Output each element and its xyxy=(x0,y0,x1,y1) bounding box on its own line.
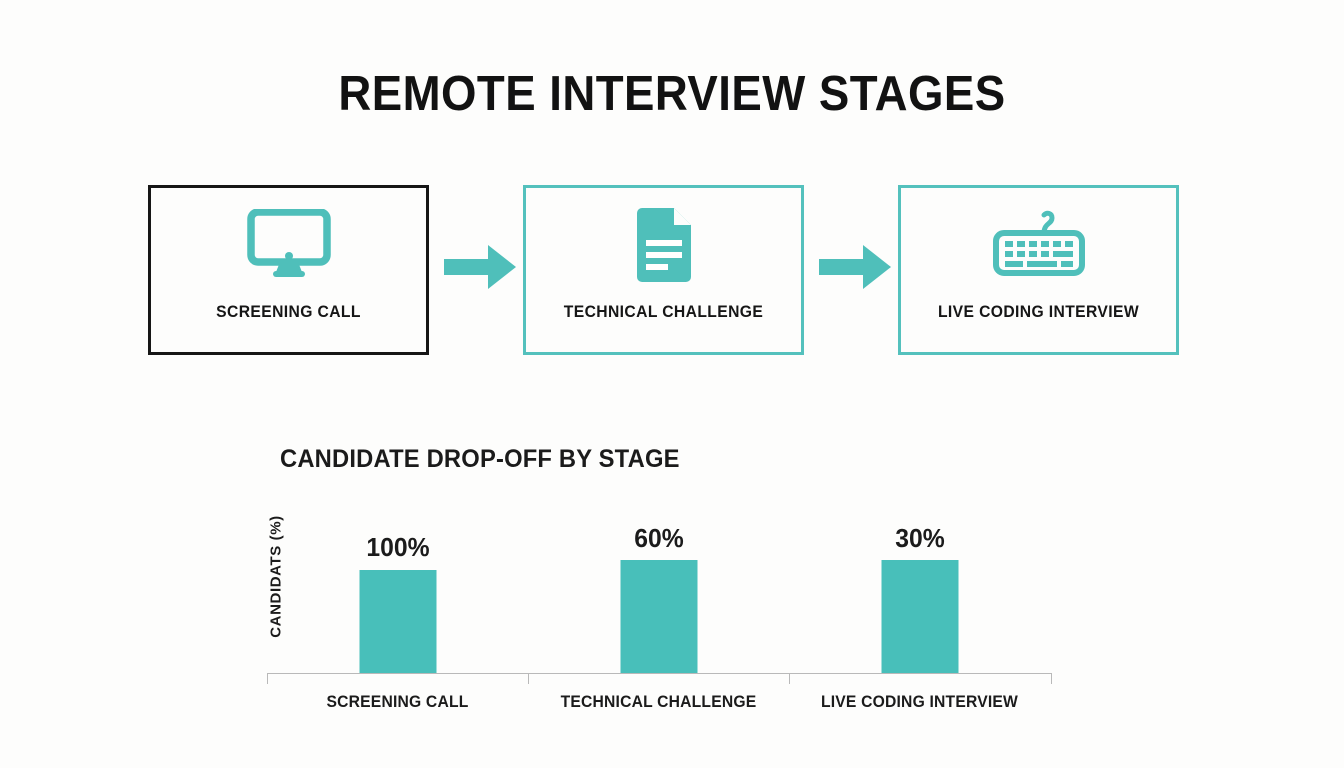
bar-live-coding-interview[interactable] xyxy=(881,560,958,673)
stage-flow-diagram: SCREENING CALL TECHNICAL CHALLENGE xyxy=(148,185,1183,357)
axis-tick xyxy=(267,673,268,684)
right-arrow-icon xyxy=(444,241,518,293)
stage-label: TECHNICAL CHALLENGE xyxy=(563,303,764,321)
stage-label: LIVE CODING INTERVIEW xyxy=(937,303,1140,321)
stage-card-screening-call[interactable]: SCREENING CALL xyxy=(148,185,429,355)
bar-group: 30% xyxy=(789,498,1050,673)
bar-value-label: 100% xyxy=(365,532,430,562)
plot-area: 100% 60% 30% xyxy=(267,498,1052,673)
bar-group: 60% xyxy=(528,498,789,673)
chart-title: CANDIDATE DROP-OFF BY STAGE xyxy=(280,445,680,473)
axis-tick xyxy=(528,673,529,684)
bar-value-label: 60% xyxy=(633,523,684,553)
page-title: REMOTE INTERVIEW STAGES xyxy=(338,67,1006,121)
axis-tick xyxy=(1051,673,1052,684)
bar-technical-challenge[interactable] xyxy=(620,560,697,673)
axis-tick xyxy=(789,673,790,684)
bar-chart: CANDIDATE DROP-OFF BY STAGE CANDIDATS (%… xyxy=(222,440,1052,730)
keyboard-icon xyxy=(901,205,1176,283)
x-axis-tick-label: SCREENING CALL xyxy=(326,693,469,711)
x-axis-tick-label: LIVE CODING INTERVIEW xyxy=(820,693,1019,711)
stage-label: SCREENING CALL xyxy=(216,303,361,321)
desktop-monitor-icon xyxy=(151,205,426,283)
x-axis-line xyxy=(267,673,1052,674)
bar-value-label: 30% xyxy=(894,523,945,553)
stage-card-live-coding-interview[interactable]: LIVE CODING INTERVIEW xyxy=(898,185,1179,355)
right-arrow-icon xyxy=(819,241,893,293)
bar-group: 100% xyxy=(267,498,528,673)
x-axis-tick-label: TECHNICAL CHALLENGE xyxy=(560,693,757,711)
bar-screening-call[interactable] xyxy=(359,570,436,673)
x-axis-labels: SCREENING CALL TECHNICAL CHALLENGE LIVE … xyxy=(267,693,1052,723)
stage-card-technical-challenge[interactable]: TECHNICAL CHALLENGE xyxy=(523,185,804,355)
document-file-icon xyxy=(526,205,801,283)
